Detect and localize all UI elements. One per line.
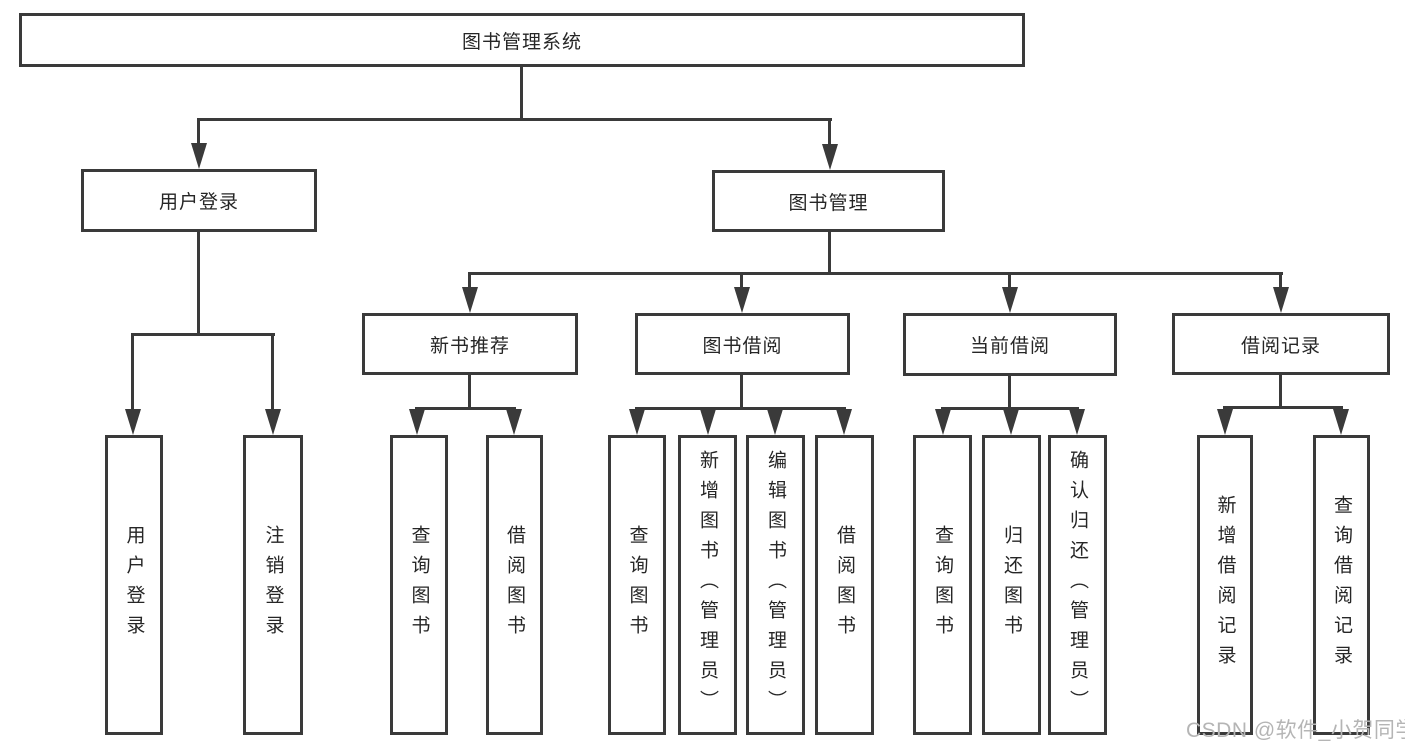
node-root-label: 图书管理系统	[461, 31, 582, 53]
leaf-current-return-label: 归还图书	[1001, 525, 1022, 645]
node-user-login-label: 用户登录	[158, 192, 239, 213]
leaf-borrow-edit-admin: 编辑图书（管理员）	[746, 435, 805, 735]
arrow-down-icon	[734, 287, 750, 313]
leaf-record-add: 新增借阅记录	[1197, 435, 1253, 735]
connector	[271, 333, 274, 413]
node-new-book-recommend-label: 新书推荐	[429, 335, 510, 357]
leaf-current-query: 查询图书	[913, 435, 972, 735]
arrow-down-icon	[935, 409, 951, 435]
watermark: CSDN @软件_小贺同学	[1186, 719, 1405, 742]
arrow-down-icon	[1333, 409, 1349, 435]
node-borrow-record-label: 借阅记录	[1240, 335, 1321, 357]
leaf-newbook-borrow-label: 借阅图书	[504, 525, 525, 645]
connector	[740, 272, 743, 291]
connector	[520, 65, 523, 121]
arrow-down-icon	[700, 409, 716, 435]
node-book-borrow-label: 图书借阅	[702, 335, 783, 357]
arrow-down-icon	[506, 409, 522, 435]
arrow-down-icon	[265, 409, 281, 435]
leaf-current-confirm-admin: 确认归还（管理员）	[1048, 435, 1107, 735]
node-current-borrow-label: 当前借阅	[969, 336, 1050, 357]
node-user-login: 用户登录	[81, 169, 317, 232]
arrow-down-icon	[822, 144, 838, 170]
connector	[740, 373, 743, 410]
leaf-borrow-query-label: 查询图书	[626, 525, 648, 645]
leaf-borrow-edit-admin-label: 编辑图书（管理员）	[765, 450, 786, 720]
leaf-newbook-query: 查询图书	[390, 435, 448, 735]
arrow-down-icon	[191, 143, 207, 169]
leaf-record-query: 查询借阅记录	[1313, 435, 1370, 735]
arrow-down-icon	[767, 409, 783, 435]
node-book-management: 图书管理	[712, 170, 945, 232]
leaf-record-query-label: 查询借阅记录	[1331, 495, 1352, 675]
connector	[415, 407, 516, 410]
leaf-borrow-add-admin: 新增图书（管理员）	[678, 435, 737, 735]
leaf-user-login-label: 用户登录	[123, 525, 145, 645]
arrow-down-icon	[836, 409, 852, 435]
connector	[197, 230, 200, 336]
connector	[1223, 406, 1343, 409]
leaf-logout-label: 注销登录	[262, 525, 284, 645]
connector	[1279, 272, 1282, 291]
leaf-current-query-label: 查询图书	[932, 525, 953, 645]
connector	[468, 272, 1283, 275]
leaf-borrow-add-admin-label: 新增图书（管理员）	[697, 450, 718, 720]
connector	[828, 230, 831, 275]
leaf-borrow-query: 查询图书	[608, 435, 666, 735]
connector	[1279, 373, 1282, 409]
arrow-down-icon	[462, 287, 478, 313]
leaf-logout: 注销登录	[243, 435, 303, 735]
arrow-down-icon	[1002, 287, 1018, 313]
node-borrow-record: 借阅记录	[1172, 313, 1390, 375]
arrow-down-icon	[1069, 409, 1085, 435]
arrow-down-icon	[125, 409, 141, 435]
leaf-current-confirm-admin-label: 确认归还（管理员）	[1067, 450, 1088, 720]
arrow-down-icon	[1217, 409, 1233, 435]
connector	[131, 333, 275, 336]
node-root: 图书管理系统	[19, 13, 1025, 67]
leaf-newbook-query-label: 查询图书	[408, 525, 430, 645]
connector	[468, 272, 471, 291]
node-book-management-label: 图书管理	[788, 192, 869, 214]
arrow-down-icon	[1273, 287, 1289, 313]
connector	[468, 373, 471, 410]
arrow-down-icon	[629, 409, 645, 435]
arrow-down-icon	[1003, 409, 1019, 435]
leaf-borrow-book: 借阅图书	[815, 435, 874, 735]
connector	[198, 118, 832, 121]
leaf-current-return: 归还图书	[982, 435, 1041, 735]
node-new-book-recommend: 新书推荐	[362, 313, 578, 375]
node-book-borrow: 图书借阅	[635, 313, 850, 375]
leaf-newbook-borrow: 借阅图书	[486, 435, 543, 735]
leaf-record-add-label: 新增借阅记录	[1214, 495, 1236, 675]
connector	[635, 407, 846, 410]
leaf-user-login: 用户登录	[105, 435, 163, 735]
connector	[197, 118, 200, 148]
connector	[828, 118, 831, 148]
arrow-down-icon	[409, 409, 425, 435]
connector	[1008, 373, 1011, 410]
node-current-borrow: 当前借阅	[903, 313, 1117, 376]
connector	[131, 333, 134, 413]
connector	[1008, 272, 1011, 291]
leaf-borrow-book-label: 借阅图书	[834, 525, 855, 645]
